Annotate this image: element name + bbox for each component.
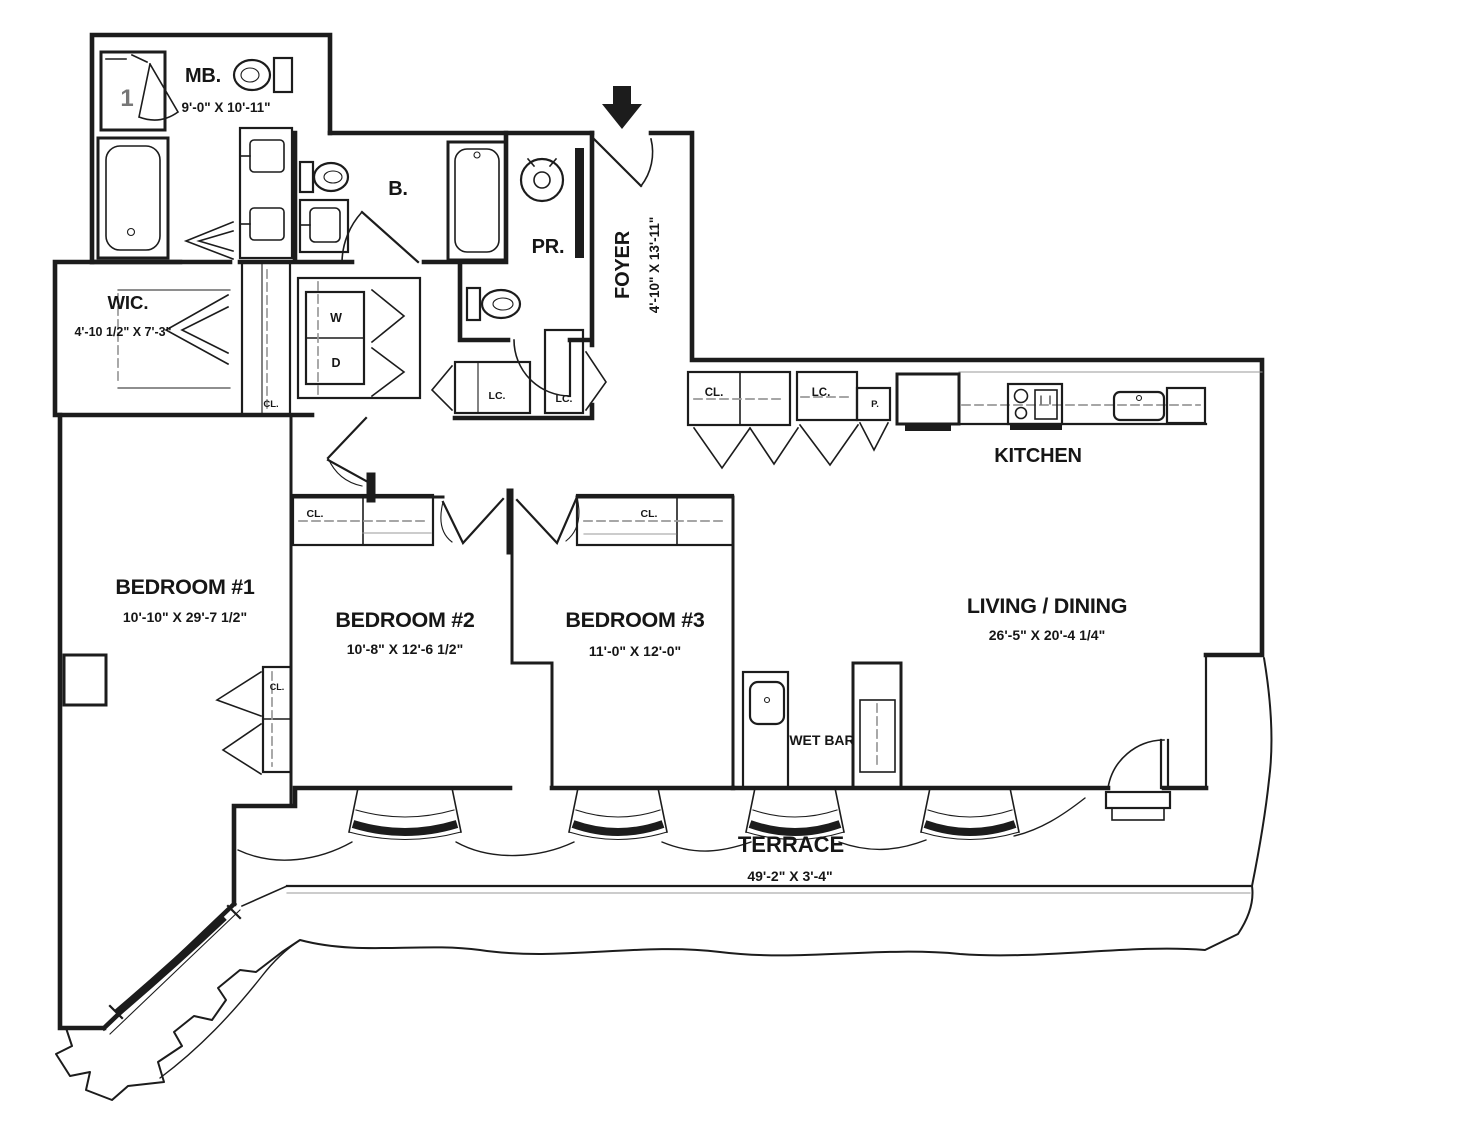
bedroom2-closet	[291, 493, 435, 547]
bay-window-living-2	[920, 787, 1020, 840]
room-label-bedroom-1: BEDROOM #1	[115, 575, 255, 599]
double-vanity	[238, 126, 294, 260]
entry-door	[592, 137, 654, 188]
laundry-closet	[296, 276, 422, 400]
room-dims-bedroom-1: 10'-10" X 29'-7 1/2"	[123, 609, 247, 625]
dishwasher	[1165, 386, 1207, 425]
bedroom3-closet	[575, 493, 735, 547]
room-labels: MB. 9'-0" X 10'-11" 1 B. PR. FOYER 4'-10…	[74, 65, 1127, 884]
toilet	[232, 56, 294, 94]
linen-closet-2	[543, 328, 607, 415]
toilet	[298, 160, 350, 194]
linen-closet-label: LC.	[489, 390, 506, 402]
wet-bar-counter	[741, 670, 790, 790]
linen-closet-1	[430, 360, 532, 415]
room-dims-bedroom-3: 11'-0" X 12'-0"	[589, 643, 681, 659]
powder-room-door	[513, 338, 572, 398]
walk-in-closet	[117, 289, 231, 389]
room-label-bedroom-3: BEDROOM #3	[565, 608, 705, 632]
linen-closet-2-door	[584, 350, 607, 412]
room-label-master-bath: MB.	[185, 65, 221, 87]
room-label-wet-bar: WET BAR	[789, 732, 854, 748]
kitchen-closet	[686, 370, 800, 470]
laundry-doors	[370, 288, 406, 398]
master-bath	[96, 50, 294, 261]
terrace-step	[1111, 807, 1165, 821]
room-label-kitchen: KITCHEN	[994, 445, 1082, 467]
bay-window-bedroom2	[348, 787, 462, 840]
room-label-wic: WIC.	[107, 292, 148, 313]
room-label-living-dining: LIVING / DINING	[967, 594, 1127, 618]
structural-column	[62, 653, 108, 707]
wet-bar-sink	[748, 680, 786, 726]
bedroom3-door	[515, 495, 580, 545]
bedroom2-door	[440, 497, 505, 545]
room-label-terrace: TERRACE	[738, 832, 844, 857]
range	[1006, 382, 1064, 430]
toilet	[465, 286, 522, 322]
pantry	[855, 386, 892, 422]
wic-doors	[164, 293, 230, 366]
round-sink	[519, 157, 565, 203]
linen-closet-label: LC.	[556, 393, 573, 405]
shower-head-icon	[105, 53, 149, 64]
room-dims-terrace: 49'-2" X 3'-4"	[747, 868, 832, 884]
exterior-walls	[52, 32, 1265, 1032]
hall-closet	[240, 260, 292, 417]
dryer-label: D	[331, 356, 340, 370]
room-dims-master-bath: 9'-0" X 10'-11"	[181, 100, 270, 115]
refrigerator	[895, 372, 961, 431]
pantry-label: P.	[871, 399, 879, 410]
terrace-boundary	[55, 657, 1273, 1101]
mirror-panel	[575, 148, 584, 258]
kitchen-linen-closet	[795, 370, 892, 467]
vanity-sink	[298, 198, 350, 254]
bathtub	[96, 136, 170, 260]
room-label-bath: B.	[388, 178, 408, 200]
bedroom1-closet-doors	[215, 670, 263, 776]
entry-arrow-icon	[602, 86, 642, 129]
bedroom1-door	[326, 416, 370, 487]
bathtub	[446, 140, 508, 262]
room-dims-foyer: 4'-10" X 13'-11"	[647, 217, 662, 314]
bathroom	[298, 140, 508, 264]
room-label-bedroom-2: BEDROOM #2	[335, 608, 475, 632]
closet-label: CL.	[641, 508, 658, 520]
closet-label: CL.	[263, 399, 278, 410]
terrace-step	[1104, 790, 1172, 810]
kitchen-sink	[1112, 390, 1166, 422]
room-dims-living-dining: 26'-5" X 20'-4 1/4"	[989, 627, 1105, 643]
room-label-foyer: FOYER	[612, 230, 634, 299]
bay-window-living-1	[745, 787, 845, 840]
shower-door	[137, 62, 180, 121]
wet-bar-cabinet	[851, 661, 903, 790]
interior-walls	[62, 130, 735, 808]
closet-label: CL.	[270, 682, 285, 692]
diagonal-window-bedroom1	[108, 904, 242, 1035]
room-dims-wic: 4'-10 1/2" X 7'-3"	[74, 325, 171, 339]
bedroom1-closet	[215, 665, 293, 776]
terrace-door	[1104, 738, 1172, 821]
powder-room	[465, 148, 584, 398]
bath-door	[341, 210, 420, 264]
kitchen-linen-doors	[798, 421, 890, 467]
room-label-powder-room: PR.	[532, 236, 565, 258]
linen-closet-1-door	[430, 364, 454, 412]
master-bath-door	[183, 220, 235, 261]
washer-label: W	[330, 311, 342, 325]
bay-window-bedroom3	[568, 787, 668, 840]
linen-closet-label: LC.	[812, 387, 831, 399]
shower-stall-number: 1	[120, 85, 133, 112]
kitchen-area	[686, 370, 1263, 470]
kitchen-closet-doors	[692, 426, 800, 470]
room-dims-bedroom-2: 10'-8" X 12'-6 1/2"	[347, 641, 463, 657]
closet-label: CL.	[307, 508, 324, 520]
closet-label: CL.	[705, 387, 724, 399]
wet-bar-area	[741, 661, 903, 790]
